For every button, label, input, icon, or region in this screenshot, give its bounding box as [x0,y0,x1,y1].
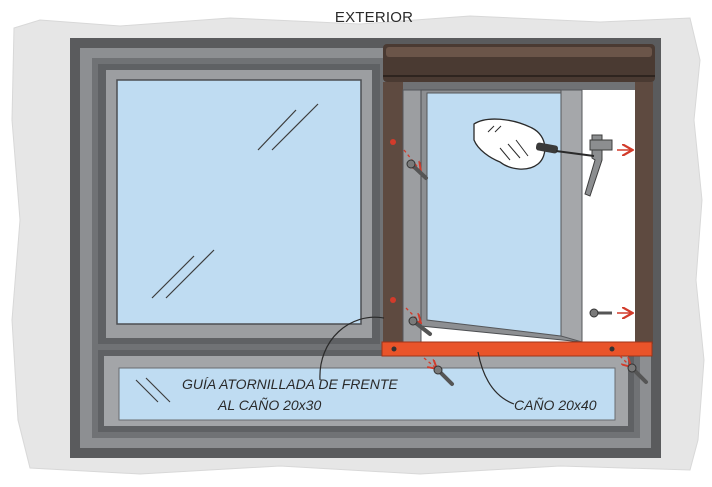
tube-screws [423,355,648,386]
arrow-icon [589,150,631,317]
cano-label: CAÑO 20x40 [514,397,597,413]
guia-label-line2: AL CAÑO 20x30 [217,397,321,413]
bottom-panel-glass [118,367,616,421]
shutter-box-highlight [386,47,652,57]
leader-cano [477,351,515,405]
bottom-glass-reflection [135,377,171,403]
orange-tube-20x40 [381,341,653,357]
screwdriver-hand-icon [473,118,595,170]
fixed-window-glass [116,79,362,325]
window-jamb [402,89,422,343]
screw-icon [390,139,432,336]
right-shutter-guide [635,82,653,344]
left-shutter-guide [383,82,403,344]
guia-label-line1: GUÍA ATORNILLADA DE FRENTE [182,376,398,392]
exterior-label: EXTERIOR [335,9,413,26]
glass-reflection [151,103,319,299]
sash-side [560,89,583,343]
leader-guia [319,316,385,381]
